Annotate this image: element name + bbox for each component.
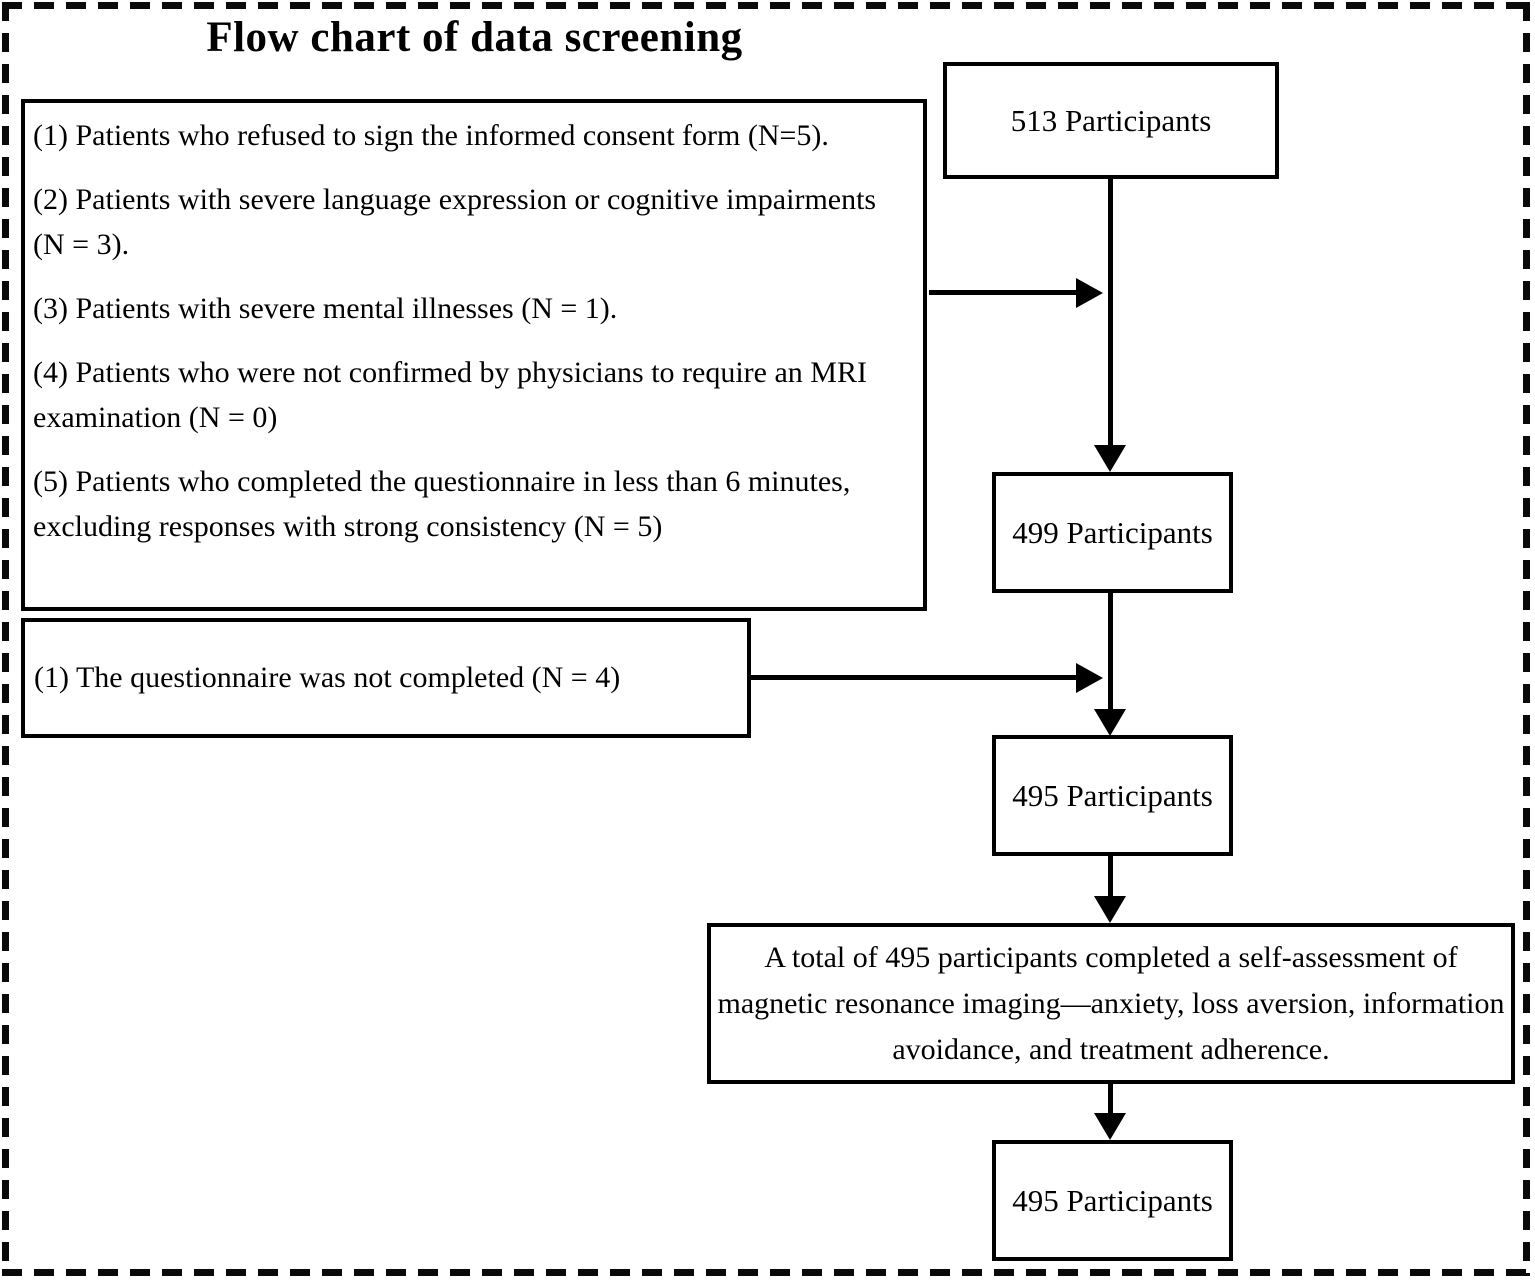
arrow-right-icon [1076,278,1103,308]
connector-513-to-499 [1108,178,1113,450]
connector-dropout-to-flow [751,675,1080,680]
dropout-criteria-text: (1) The questionnaire was not completed … [34,661,621,694]
exclusion-item-4: (4) Patients who were not confirmed by p… [33,356,867,434]
summary-box: A total of 495 participants completed a … [707,923,1515,1084]
exclusion-criteria-box: (1) Patients who refused to sign the inf… [21,99,927,611]
participants-513-box: 513 Participants [943,62,1279,179]
dropout-criteria-box: (1) The questionnaire was not completed … [21,618,751,738]
connector-499-to-495 [1108,592,1113,714]
arrow-right-icon [1076,663,1103,693]
participants-495-final-box: 495 Participants [992,1140,1233,1261]
connector-495-to-summary [1108,855,1113,901]
dashed-border-right [1523,2,1530,1276]
connector-summary-to-final [1108,1083,1113,1118]
participants-495-mid-box: 495 Participants [992,735,1233,856]
exclusion-item-3: (3) Patients with severe mental illnesse… [33,292,618,325]
dashed-border-top [2,2,1531,9]
arrow-down-icon [1094,896,1126,923]
exclusion-item-1: (1) Patients who refused to sign the inf… [33,119,829,152]
connector-exclusion-to-flow [929,290,1080,295]
dashed-border-left [2,2,9,1276]
exclusion-item-5: (5) Patients who completed the questionn… [33,465,851,543]
dashed-border-bottom [2,1269,1531,1276]
participants-499-box: 499 Participants [992,472,1233,593]
flowchart-title: Flow chart of data screening [206,14,743,61]
arrow-down-icon [1094,709,1126,736]
arrow-down-icon [1094,445,1126,472]
arrow-down-icon [1094,1113,1126,1140]
exclusion-item-2: (2) Patients with severe language expres… [33,183,877,261]
